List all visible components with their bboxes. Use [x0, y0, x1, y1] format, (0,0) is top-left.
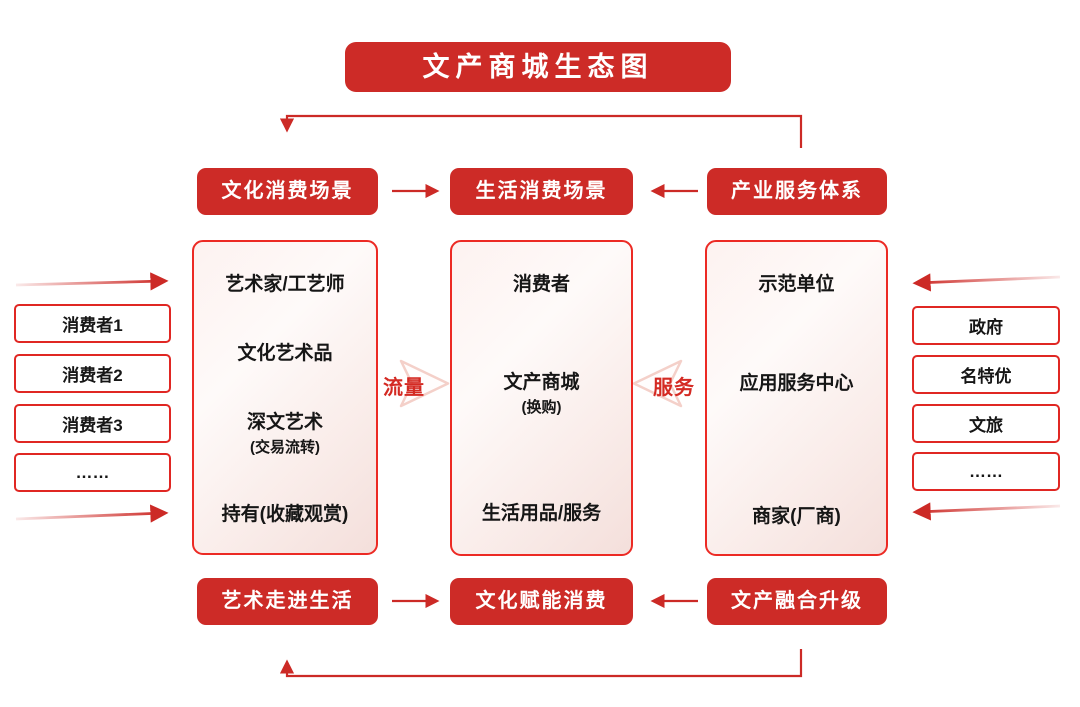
- node-merchant: 商家(厂商): [752, 506, 841, 527]
- node-artist: 艺术家/工艺师: [225, 274, 345, 295]
- node-demo-unit: 示范单位: [758, 274, 835, 295]
- swoosh-arrow-left-top: [15, 272, 169, 291]
- right-panel-item-famous-special: 名特优: [912, 355, 1060, 394]
- swoosh-arrow-right-bottom: [912, 502, 1061, 521]
- result-box-industry-upgrade: 文产融合升级: [707, 578, 887, 625]
- left-panel-item-consumer-1: 消费者1: [14, 304, 171, 343]
- pipeline-right-column: 示范单位 应用服务中心 商家(厂商): [705, 240, 888, 556]
- node-mall-sub: (换购): [521, 399, 562, 416]
- node-deep-culture-art-sub: (交易流转): [250, 439, 320, 456]
- scene-box-culture: 文化消费场景: [197, 168, 378, 215]
- node-holding: 持有(收藏观赏): [221, 504, 349, 525]
- left-panel-item-consumer-3: 消费者3: [14, 404, 171, 443]
- node-deep-culture-art: 深文艺术: [246, 412, 323, 433]
- bottom-loop-arrow: [279, 649, 803, 678]
- diagram-title: 文产商城生态图: [345, 42, 731, 92]
- node-service-center: 应用服务中心: [739, 373, 854, 394]
- swoosh-arrow-right-top: [912, 273, 1061, 292]
- node-mall: 文产商城: [503, 372, 580, 393]
- right-panel-item-ellipsis: ……: [912, 452, 1060, 491]
- scene-box-life: 生活消费场景: [450, 168, 633, 215]
- pipeline-left-column: 艺术家/工艺师 文化艺术品 深文艺术 (交易流转) 持有(收藏观赏): [192, 240, 378, 555]
- right-panel-item-government: 政府: [912, 306, 1060, 345]
- left-panel-item-consumer-2: 消费者2: [14, 354, 171, 393]
- flow-label-service: 服务: [653, 377, 695, 399]
- left-panel-item-ellipsis: ……: [14, 453, 171, 492]
- node-consumer: 消费者: [512, 274, 570, 295]
- node-goods-services: 生活用品/服务: [481, 503, 602, 524]
- result-box-art-into-life: 艺术走进生活: [197, 578, 378, 625]
- top-loop-arrow: [279, 114, 803, 148]
- pipeline-center-column: 消费者 文产商城 (换购) 生活用品/服务: [450, 240, 633, 556]
- scene-box-industry: 产业服务体系: [707, 168, 887, 215]
- node-cultural-artwork: 文化艺术品: [237, 343, 333, 364]
- flow-label-traffic: 流量: [383, 377, 425, 399]
- right-panel-item-culture-tourism: 文旅: [912, 404, 1060, 443]
- swoosh-arrow-left-bottom: [15, 504, 169, 523]
- result-box-culture-empowers: 文化赋能消费: [450, 578, 633, 625]
